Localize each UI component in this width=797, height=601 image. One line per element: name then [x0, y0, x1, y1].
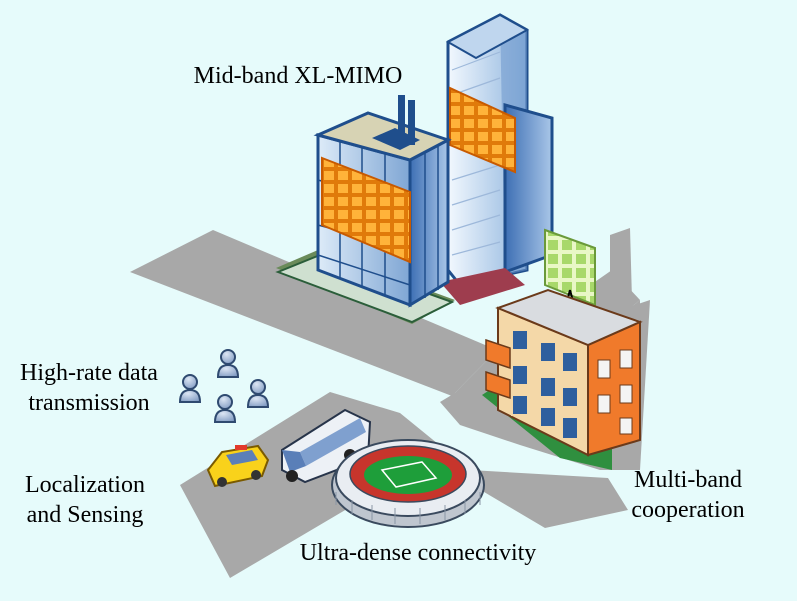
antenna-panel-icon	[449, 86, 516, 174]
people-group	[178, 349, 270, 423]
taxi-icon	[206, 444, 270, 488]
user-icon	[216, 349, 240, 378]
house-icon	[482, 288, 643, 470]
stadium-icon	[331, 439, 485, 528]
multiband-line1: Multi-band	[634, 467, 742, 493]
connectivity-label: Ultra-dense connectivity	[268, 538, 568, 568]
skyscraper-front	[275, 95, 455, 324]
multiband-label: Multi-band cooperation	[618, 465, 758, 525]
antenna-panel-icon	[321, 156, 411, 264]
user-icon	[246, 379, 270, 408]
user-icon	[213, 394, 237, 423]
multiband-line2: cooperation	[631, 497, 745, 523]
high-rate-label: High-rate data transmission	[8, 358, 170, 418]
xl-mimo-text: Mid-band XL-MIMO	[193, 63, 403, 89]
connectivity-text: Ultra-dense connectivity	[299, 540, 537, 566]
xl-mimo-label: Mid-band XL-MIMO	[178, 61, 418, 91]
high-rate-line1: High-rate data	[20, 360, 158, 386]
localization-line1: Localization	[25, 472, 145, 498]
localization-label: Localization and Sensing	[10, 470, 160, 530]
high-rate-line2: transmission	[28, 390, 150, 416]
skyscraper-back	[440, 13, 554, 305]
localization-line2: and Sensing	[26, 502, 144, 528]
user-icon	[178, 374, 202, 403]
